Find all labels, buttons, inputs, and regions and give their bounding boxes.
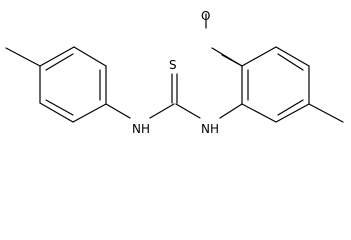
- nh-left-label: NH: [132, 122, 150, 136]
- structure-canvas: NH S NH O: [5, 9, 344, 136]
- methoxy-methyl-ring: [241, 46, 310, 123]
- oxygen-ring-link: [211, 47, 243, 67]
- nh-right-label: NH: [201, 122, 219, 136]
- carbon-nh-bond-right: [175, 103, 201, 119]
- tolyl-methyl-bond: [5, 47, 41, 67]
- molecule-drawing: NH S NH O: [5, 9, 344, 136]
- right-methyl-bond: [308, 103, 344, 123]
- tolyl-ring: [39, 46, 107, 123]
- sulfur-label: S: [169, 58, 177, 72]
- nh-carbon-bond-left: [149, 103, 175, 119]
- ring-nh-bond-left: [105, 103, 131, 119]
- nh-ring-bond-right: [219, 103, 243, 119]
